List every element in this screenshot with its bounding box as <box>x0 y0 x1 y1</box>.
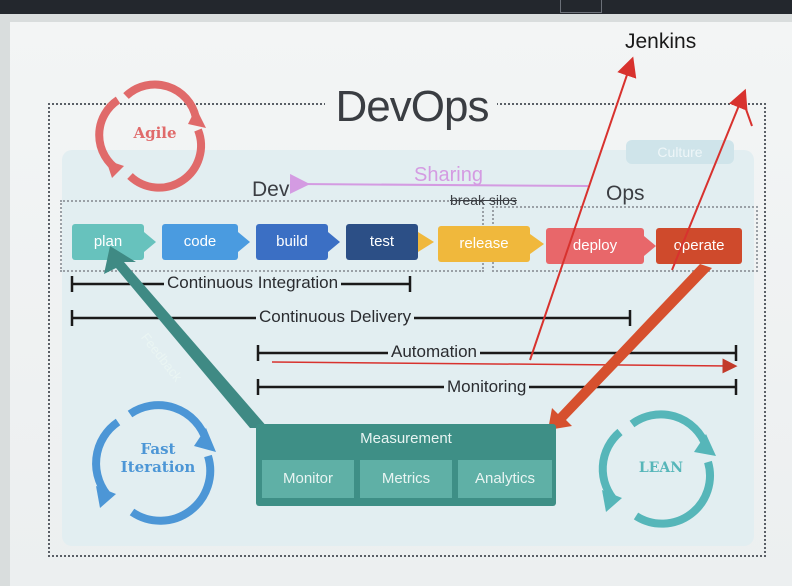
stage-arrow-icon <box>530 234 544 254</box>
dev-label: Dev <box>252 178 290 201</box>
metrics-cell: Metrics <box>360 460 452 498</box>
fast-iteration-cycle-icon <box>92 401 216 525</box>
ci-label: Continuous Integration <box>164 273 342 293</box>
window-top-bar <box>0 0 792 14</box>
stage-label: test <box>369 233 395 250</box>
stage-label: build <box>276 233 308 250</box>
stage-label: operate <box>673 237 725 254</box>
operate-arrow <box>548 264 712 430</box>
stage-release: release <box>438 226 530 262</box>
stage-arrow-icon <box>418 232 434 252</box>
analytics-cell: Analytics <box>458 460 552 498</box>
stage-label: deploy <box>572 237 618 254</box>
stage-label: plan <box>93 233 123 250</box>
break-silos-label: break silos <box>450 192 517 208</box>
stage-test: test <box>346 224 418 260</box>
automation-bar <box>256 345 738 361</box>
stage-arrow-icon <box>328 232 340 252</box>
lean-label: LEAN <box>638 460 684 476</box>
stage-arrow-icon <box>144 232 156 252</box>
lean-cycle-icon <box>598 410 716 528</box>
feedback-arrow <box>104 246 268 428</box>
handwritten-line-left <box>529 56 637 361</box>
measurement-title: Measurement <box>360 430 452 447</box>
window-tab <box>560 0 602 13</box>
agile-label: Agile <box>133 124 177 142</box>
handwritten-line-tick <box>741 97 753 127</box>
devops-title: DevOps <box>335 82 490 131</box>
stage-arrow-icon <box>238 232 250 252</box>
stage-plan: plan <box>72 224 144 260</box>
monitoring-label: Monitoring <box>444 377 530 397</box>
stage-label: code <box>183 233 217 250</box>
stage-label: release <box>459 235 509 252</box>
stage-arrow-icon <box>644 236 656 256</box>
stage-operate: operate <box>656 228 742 264</box>
sharing-label: Sharing <box>414 164 483 186</box>
title-gap <box>325 96 497 110</box>
sharing-arrow <box>289 173 589 194</box>
stage-build: build <box>256 224 328 260</box>
automation-label: Automation <box>388 342 480 362</box>
jenkins-annotation: Jenkins <box>625 30 697 53</box>
agile-cycle-icon <box>95 80 206 192</box>
fast-iteration-label: Fast Iteration <box>120 440 196 476</box>
handwritten-line-right <box>671 88 748 271</box>
cd-label: Continuous Delivery <box>256 307 415 327</box>
ops-label: Ops <box>606 182 645 205</box>
monitor-cell: Monitor <box>262 460 354 498</box>
stage-code: code <box>162 224 238 260</box>
measurement-box: Measurement Monitor Metrics Analytics <box>256 424 556 506</box>
stage-deploy: deploy <box>546 228 644 264</box>
automation-red-underline <box>271 358 738 374</box>
